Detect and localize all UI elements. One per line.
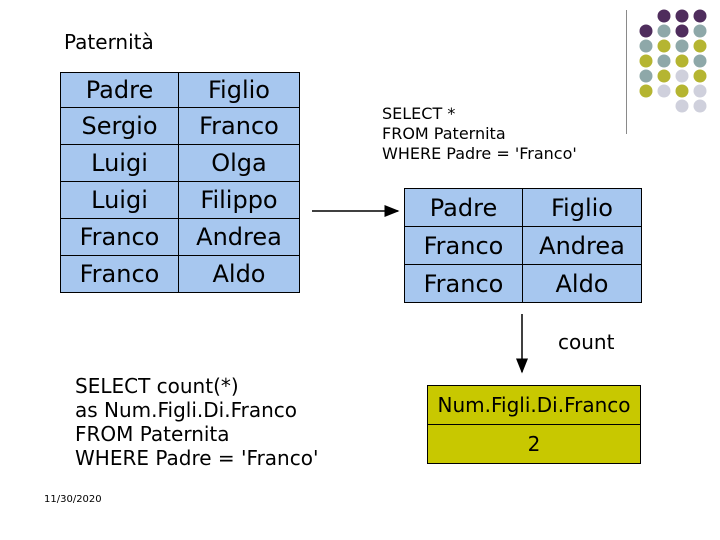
result-table: Padre Figlio Franco Andrea Franco Aldo [404, 188, 642, 303]
decorative-dot [693, 24, 707, 38]
header-figlio: Figlio [522, 188, 642, 227]
decorative-dot [693, 69, 707, 83]
table-row: Franco Andrea [60, 218, 300, 256]
table-header-row: Padre Figlio [60, 72, 300, 108]
table-cell: Sergio [60, 107, 179, 145]
decorative-dot [675, 54, 689, 68]
table-row: Franco Aldo [404, 264, 642, 303]
table-row: Luigi Filippo [60, 181, 300, 219]
decorative-dot [693, 99, 707, 113]
table-row: Franco Aldo [60, 255, 300, 293]
decorative-dot [675, 9, 689, 23]
table-cell: Filippo [178, 181, 300, 219]
paternita-table: Padre Figlio Sergio Franco Luigi Olga Lu… [60, 72, 300, 293]
count-label: count [558, 330, 615, 354]
decorative-dot [657, 69, 671, 83]
table-cell: Luigi [60, 181, 179, 219]
divider-line [626, 10, 627, 134]
decorative-dot [675, 99, 689, 113]
decorative-dot [657, 54, 671, 68]
decorative-dot [639, 54, 653, 68]
table-row: Franco Andrea [404, 226, 642, 265]
decorative-dot [639, 24, 653, 38]
count-query-text: SELECT count(*) as Num.Figli.Di.Franco F… [75, 374, 319, 470]
decorative-dot [693, 84, 707, 98]
decorative-dot [657, 9, 671, 23]
header-padre: Padre [404, 188, 523, 227]
decorative-dot [657, 24, 671, 38]
table-cell: Aldo [178, 255, 300, 293]
decorative-dot [657, 39, 671, 53]
result-header: Num.Figli.Di.Franco [428, 386, 640, 425]
decorative-dot [675, 24, 689, 38]
decorative-dot [675, 39, 689, 53]
header-padre: Padre [60, 72, 179, 108]
slide-date: 11/30/2020 [44, 494, 102, 505]
table-cell: Franco [60, 255, 179, 293]
select-query-text: SELECT * FROM Paternita WHERE Padre = 'F… [382, 104, 577, 163]
decorative-dot [693, 9, 707, 23]
count-result-table: Num.Figli.Di.Franco 2 [427, 385, 641, 464]
decorative-dot [657, 84, 671, 98]
decorative-dot [639, 84, 653, 98]
page-title: Paternità [64, 30, 154, 54]
table-cell: Franco [404, 226, 523, 265]
table-row: Luigi Olga [60, 144, 300, 182]
table-cell: Luigi [60, 144, 179, 182]
table-cell: Andrea [178, 218, 300, 256]
header-figlio: Figlio [178, 72, 300, 108]
result-value: 2 [428, 425, 640, 463]
decorative-dot [675, 69, 689, 83]
table-cell: Franco [60, 218, 179, 256]
decorative-dot [639, 39, 653, 53]
decorative-dot [693, 54, 707, 68]
table-header-row: Padre Figlio [404, 188, 642, 227]
table-cell: Franco [404, 264, 523, 303]
decorative-dot [639, 69, 653, 83]
table-cell: Olga [178, 144, 300, 182]
table-cell: Aldo [522, 264, 642, 303]
decorative-dots-icon [639, 9, 707, 113]
decorative-dot [675, 84, 689, 98]
decorative-dot [693, 39, 707, 53]
table-cell: Andrea [522, 226, 642, 265]
